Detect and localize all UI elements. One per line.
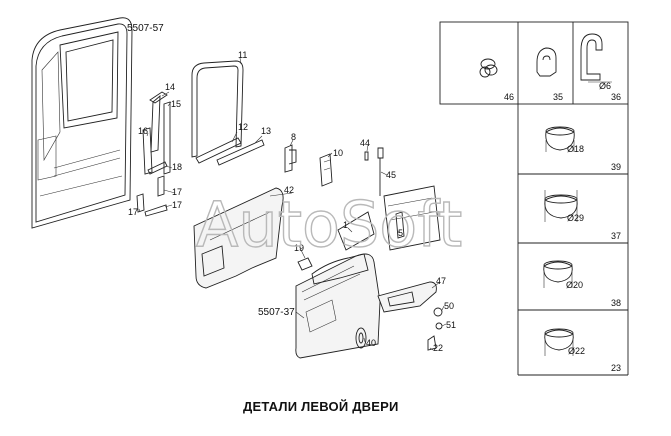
dimension-22: Ø22 [568,346,585,356]
parts-table: 46 35 36 39 37 38 23 Ø6 Ø18 Ø29 Ø20 Ø22 [439,21,629,376]
callout-12: 12 [238,122,248,132]
dimension-20: Ø20 [566,280,583,290]
callout-13: 13 [261,126,271,136]
callout-22: 22 [433,343,443,353]
part-23-washer [544,328,574,356]
callout-44: 44 [360,138,370,148]
callout-18: 18 [172,162,182,172]
window-seals [136,60,265,217]
door-assembly [31,17,133,229]
part-36-hook [580,33,612,83]
window-regulator [337,185,441,251]
callout-17-a: 17 [172,187,182,197]
leader-lines [138,57,447,351]
dimension-6: Ø6 [599,81,611,91]
callout-51: 51 [446,320,456,330]
callout-47: 47 [436,276,446,286]
callout-5: 5 [398,228,403,238]
callout-10: 10 [333,148,343,158]
table-cell-36: 36 [611,92,621,102]
door-trim [295,253,381,359]
callout-19: 19 [294,243,304,253]
panel-assembly-label: 5507-37 [258,307,295,318]
part-35-clip [536,47,557,77]
callout-1: 1 [343,220,348,230]
watermark: AutoSoft [196,188,462,261]
callout-40: 40 [366,338,376,348]
diagram-caption: ДЕТАЛИ ЛЕВОЙ ДВЕРИ [243,399,399,414]
armrest-and-clips [297,257,443,351]
callout-42: 42 [284,185,294,195]
dimension-18: Ø18 [567,144,584,154]
callout-17-c: 17 [172,200,182,210]
inner-door-panel [193,187,284,289]
callout-15: 15 [171,99,181,109]
part-37-washer [544,190,578,222]
callout-17-b: 17 [128,207,138,217]
small-parts [284,144,384,196]
table-cell-39: 39 [611,162,621,172]
table-cell-23: 23 [611,363,621,373]
part-39-washer [545,126,575,152]
callout-numbers: 5507-57 5507-37 11 12 13 14 15 16 18 17 … [127,23,456,353]
callout-50: 50 [444,301,454,311]
part-38-washer [543,260,573,288]
table-cell-38: 38 [611,298,621,308]
door-assembly-label: 5507-57 [127,23,164,34]
part-46-grommet [479,58,498,78]
table-cell-35: 35 [553,92,563,102]
table-cell-37: 37 [611,231,621,241]
dimension-29: Ø29 [567,213,584,223]
callout-11: 11 [238,50,247,60]
callout-16: 16 [138,126,148,136]
table-cell-46: 46 [504,92,514,102]
callout-45: 45 [386,170,396,180]
callout-14: 14 [165,82,175,92]
callout-8: 8 [291,132,296,142]
